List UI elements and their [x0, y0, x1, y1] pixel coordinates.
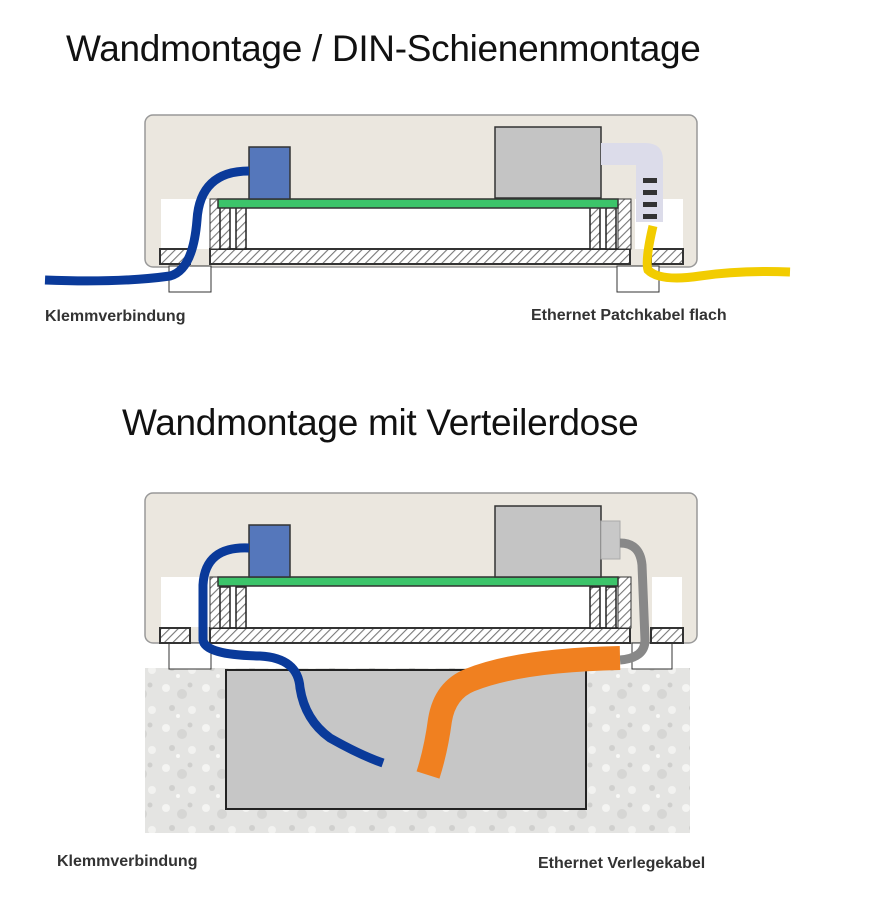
rj45-jack — [494, 505, 602, 578]
terminal-block — [248, 146, 291, 200]
standoff-left-1 — [219, 206, 231, 250]
diagram-wall-din-mounting — [44, 114, 791, 293]
rj45-plug — [600, 520, 621, 560]
standoff-right-2 — [605, 206, 617, 250]
label-klemm-bottom: Klemmverbindung — [57, 853, 198, 870]
standoff-left-1 — [219, 586, 231, 629]
label-verlege-bottom: Ethernet Verlegekabel — [538, 855, 706, 872]
standoff-left-2 — [235, 206, 247, 250]
klemm-cable-1 — [44, 166, 250, 286]
inner-cavity — [211, 207, 631, 250]
standoff-right-2 — [605, 586, 617, 629]
klemm-cable-2 — [198, 543, 385, 768]
housing-cutout-right — [652, 577, 682, 627]
verlege-cable — [416, 646, 621, 779]
title-wall-din-mounting: Wandmontage / DIN-Schienenmontage — [66, 28, 701, 69]
standoff-right-1 — [589, 586, 601, 629]
inner-cavity — [211, 585, 631, 628]
base-plate — [209, 627, 631, 644]
title-wall-distribution-box: Wandmontage mit Verteilerdose — [122, 402, 639, 443]
diagram-wall-distribution-box — [144, 492, 698, 833]
patch-cable-1 — [642, 224, 791, 283]
standoff-left-2 — [235, 586, 247, 629]
label-patch-top: Ethernet Patchkabel flach — [531, 307, 727, 324]
grey-patch-cable — [619, 538, 650, 665]
rj45-jack — [494, 126, 602, 199]
standoff-right-1 — [589, 206, 601, 250]
foot-right — [650, 627, 684, 644]
terminal-block — [248, 524, 291, 578]
foot-left — [159, 627, 191, 644]
distribution-box — [225, 669, 587, 810]
pcb-board — [217, 576, 619, 587]
plug-contacts — [643, 178, 657, 219]
spacer-right — [617, 198, 632, 250]
label-klemm-top: Klemmverbindung — [45, 308, 186, 325]
spacer-right — [617, 576, 632, 629]
foot-right — [650, 248, 684, 265]
base-plate — [209, 248, 631, 265]
pcb-board — [217, 198, 619, 209]
